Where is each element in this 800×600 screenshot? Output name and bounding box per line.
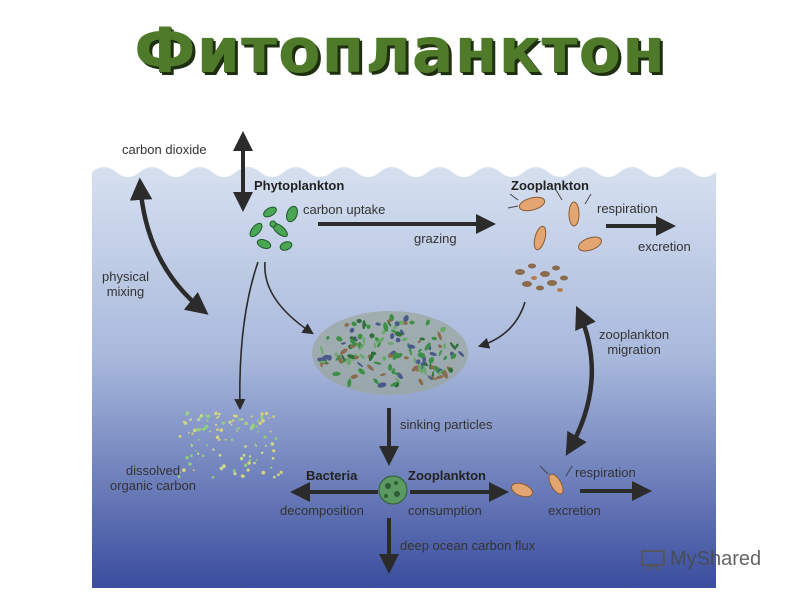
- consumption-label: consumption: [408, 503, 482, 518]
- phyto-to-particles-arrow: [264, 261, 314, 335]
- carbon-uptake-label: carbon uptake: [303, 202, 386, 217]
- phytoplankton-illustration: [249, 205, 298, 251]
- page-title: Фитопланктон: [134, 14, 666, 87]
- grazing-label: grazing: [414, 231, 457, 246]
- presentation-icon: [641, 549, 665, 571]
- watermark: MyShared: [640, 548, 761, 571]
- zooplankton-top-label: Zooplankton: [511, 178, 589, 193]
- carbon-dioxide-label: carbon dioxide: [122, 142, 207, 157]
- zoo-to-particles-arrow: [477, 301, 526, 349]
- dissolved-organic-carbon-label: dissolved organic carbon: [110, 463, 196, 493]
- zooplankton-top-illustration: [507, 189, 602, 252]
- physical-mixing-label: physical mixing: [102, 269, 149, 299]
- zooplankton-migration-arrow: [565, 305, 596, 456]
- phyto-to-doc-arrow: [234, 261, 259, 411]
- zooplankton-bottom-illustration: [510, 465, 573, 498]
- decomposition-label: decomposition: [280, 503, 364, 518]
- excretion-bottom-label: excretion: [548, 503, 601, 518]
- pellet-cluster-top: [515, 263, 568, 292]
- bacteria-cluster: [378, 475, 408, 505]
- sinking-particles-label: sinking particles: [400, 417, 493, 432]
- respiration-bottom-label: respiration: [575, 465, 636, 480]
- excretion-top-label: excretion: [638, 239, 691, 254]
- zooplankton-bottom-label: Zooplankton: [408, 468, 486, 483]
- deep-ocean-carbon-flux-label: deep ocean carbon flux: [400, 538, 536, 553]
- bacteria-label: Bacteria: [306, 468, 358, 483]
- watermark-text: MyShared: [670, 548, 762, 570]
- zooplankton-migration-label: zooplankton migration: [599, 327, 670, 357]
- phytoplankton-label: Phytoplankton: [254, 178, 345, 193]
- particle-aggregate: [312, 311, 468, 395]
- physical-mixing-arrow: [129, 177, 209, 315]
- respiration-top-label: respiration: [597, 201, 658, 216]
- dissolved-organic-carbon-dots: [177, 411, 283, 479]
